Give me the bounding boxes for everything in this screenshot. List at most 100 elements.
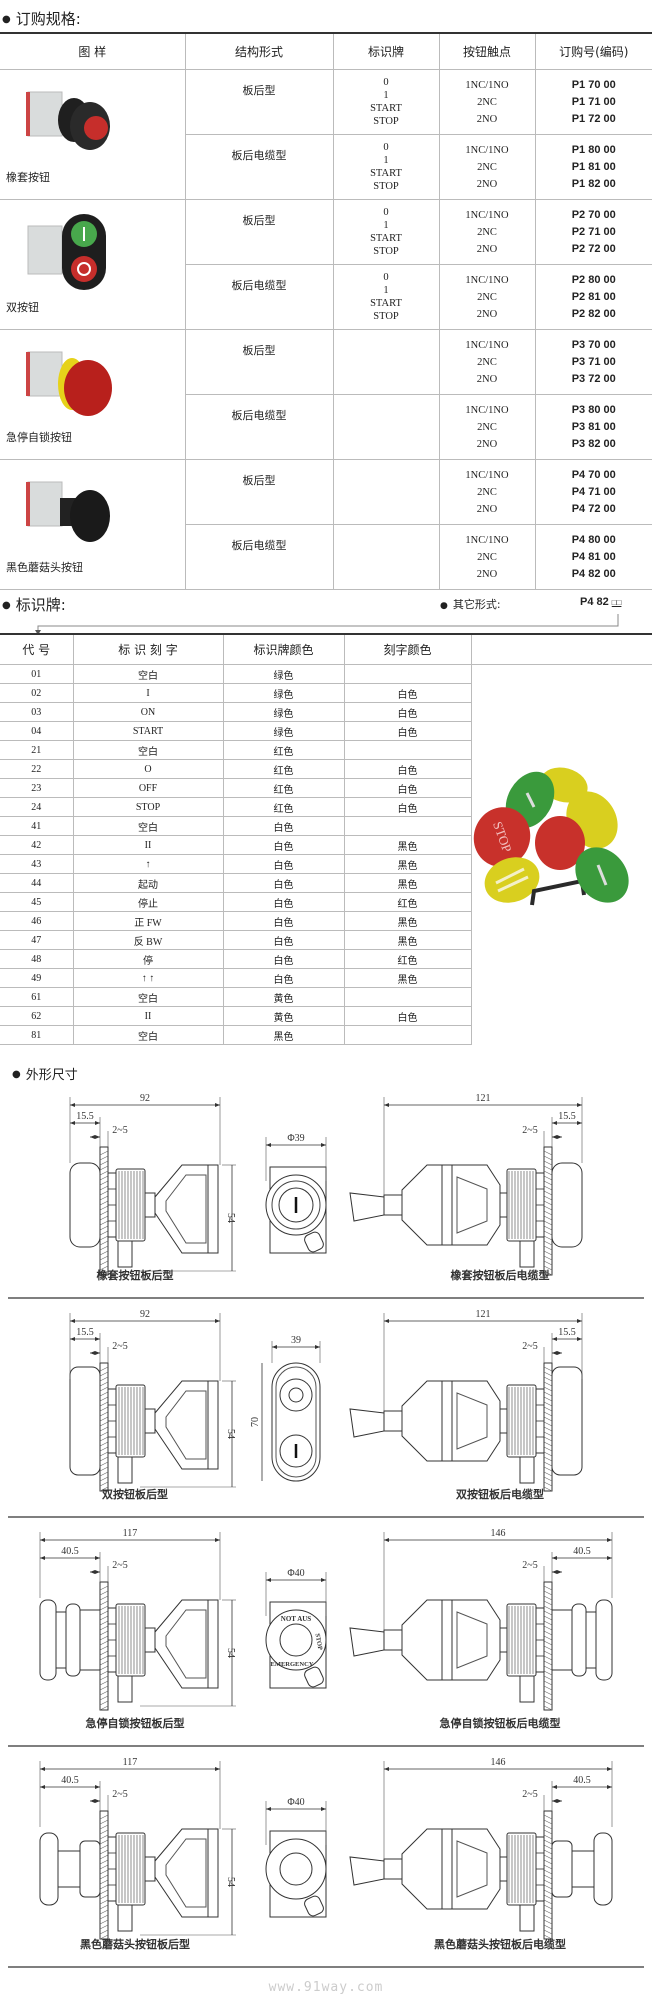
panel-hatch (99, 1929, 109, 1935)
panel-hatch (543, 1889, 553, 1895)
product-name: 黑色蘑菇头按钮 (6, 561, 83, 574)
panel-hatch (543, 1230, 553, 1236)
terminal (117, 1675, 133, 1703)
front-ring-inner (271, 1180, 321, 1230)
order-spec-heading: ●订购规格: (2, 10, 81, 28)
panel-thickness-label: 2~5 (112, 1341, 127, 1352)
product-name: 急停自锁按钮 (6, 431, 72, 444)
panel-hatch (543, 1200, 553, 1206)
plate-engraving: 停 (73, 949, 224, 969)
panel-hatch (543, 1160, 553, 1166)
order-code: P2 71 00 (571, 225, 616, 238)
panel-hatch (543, 1250, 553, 1256)
panel-hatch (99, 1670, 109, 1676)
dim-arrow-icon (557, 1799, 562, 1803)
panel-hatch (99, 1635, 109, 1641)
plate-engraving: 空白 (73, 740, 224, 760)
dim-arrow-icon (552, 1135, 557, 1139)
front-diameter-label: Φ40 (287, 1568, 304, 1579)
panel-hatch (543, 1884, 553, 1890)
mushroom-cap (595, 1599, 613, 1681)
plate-engraving: OFF (73, 778, 224, 798)
dim-arrow-icon (384, 1538, 389, 1542)
contact-option: 2NO (476, 568, 498, 580)
dim-arrow-icon (40, 1556, 45, 1560)
panel-hatch (99, 1431, 109, 1437)
dim-arrow-icon (552, 1121, 557, 1125)
plate-engraving: II (73, 835, 224, 855)
reference-arrow (35, 614, 619, 635)
panel-hatch (543, 1680, 553, 1686)
plate-color: 绿色 (223, 664, 345, 684)
dim-arrow-icon (272, 1345, 277, 1349)
panel-hatch (543, 1476, 553, 1482)
panel-hatch (99, 1366, 109, 1372)
plate-engraving: 正 FW (73, 911, 224, 931)
height-label: 54 (225, 1429, 236, 1439)
dim-arrow-icon (321, 1143, 326, 1147)
panel-hatch (99, 1371, 109, 1377)
panel-hatch (543, 1170, 553, 1176)
plate-color: 黄色 (223, 987, 345, 1007)
panel-hatch (543, 1695, 553, 1701)
panel-hatch (99, 1924, 109, 1930)
arrow-line (37, 614, 619, 632)
housing-inner (456, 1392, 488, 1450)
contact-option: 1NC/1NO (465, 79, 509, 91)
rubber-head (551, 1162, 583, 1248)
plate-color: 白色 (223, 816, 345, 836)
plate-engraving: 起动 (73, 873, 224, 893)
cap-neck (585, 1611, 597, 1669)
order-code: P4 81 00 (571, 550, 616, 563)
panel-hatch (543, 1240, 553, 1246)
panel-hatch (543, 1650, 553, 1656)
panel-hatch (99, 1899, 109, 1905)
contact-option: 1NC/1NO (465, 339, 509, 351)
text-color: 黑色 (344, 930, 472, 950)
dim-arrow-icon (90, 1135, 95, 1139)
order-code: P3 81 00 (571, 420, 616, 433)
text-color: 黑色 (344, 854, 472, 874)
housing-box (27, 91, 63, 137)
contact-option: 2NC (477, 96, 497, 108)
panel-hatch (99, 1854, 109, 1860)
plate-code: 04 (0, 721, 74, 741)
head-length-label: 40.5 (61, 1775, 79, 1786)
panel-hatch (99, 1904, 109, 1910)
plate-code: 24 (0, 797, 74, 817)
dim-arrow-icon (384, 1103, 389, 1107)
dim-arrow-icon (95, 1556, 100, 1560)
order-code: P1 81 00 (571, 160, 616, 173)
panel-hatch (99, 1884, 109, 1890)
housing-end (207, 1164, 219, 1254)
plate-row: 43↑白色黑色 (0, 854, 652, 874)
panel-hatch (99, 1914, 109, 1920)
order-code: P3 71 00 (571, 355, 616, 368)
terminal (519, 1675, 535, 1703)
order-code: P4 80 00 (571, 533, 616, 546)
panel-hatch (99, 1605, 109, 1611)
label-option: START (370, 298, 402, 309)
panel-hatch (99, 1386, 109, 1392)
housing-inner (165, 1174, 207, 1244)
order-code: P1 70 00 (571, 78, 616, 91)
dim-arrow-icon (552, 1570, 557, 1574)
panel-hatch (99, 1185, 109, 1191)
order-code: P1 82 00 (571, 177, 616, 190)
label-option: START (370, 233, 402, 244)
panel-hatch (543, 1411, 553, 1417)
housing-inner (456, 1611, 488, 1669)
dim-arrow-icon (90, 1351, 95, 1355)
structure-type: 板后型 (242, 214, 276, 227)
dim-arrow-icon (90, 1799, 95, 1803)
panel-hatch (99, 1471, 109, 1477)
plate-engraving: ON (73, 702, 224, 722)
